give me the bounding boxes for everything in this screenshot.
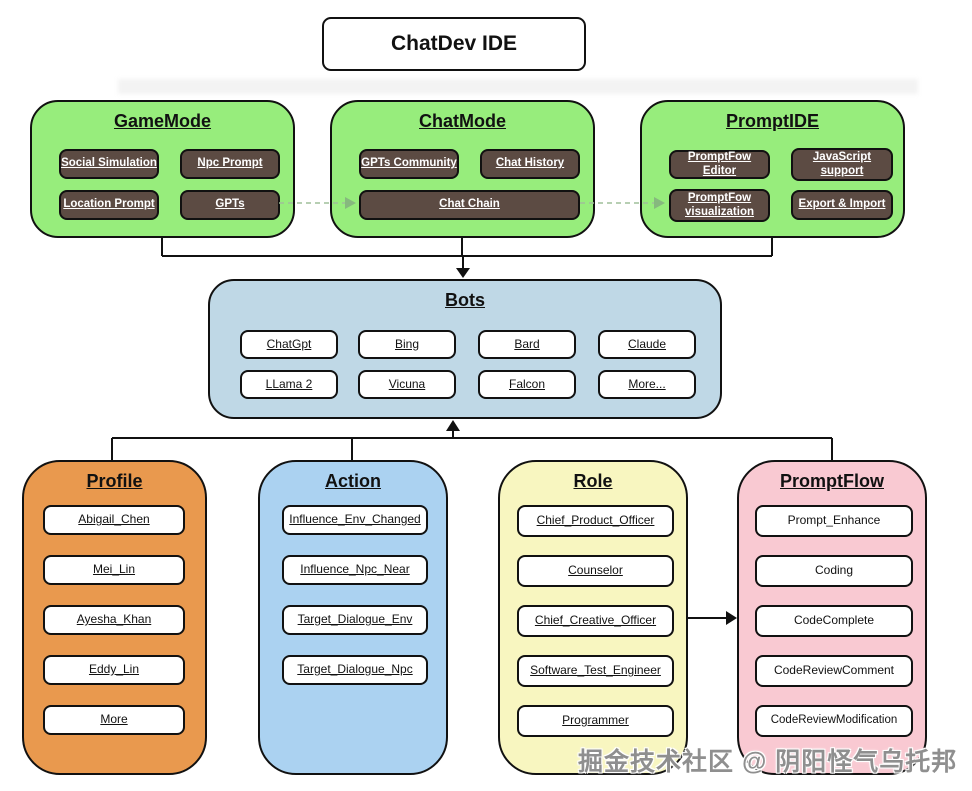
section-promptflow-title: PromptFlow: [780, 471, 884, 491]
section-bots: Bots ChatGpt Bing Bard Claude LLama 2 Vi…: [208, 279, 722, 419]
node-mei-lin[interactable]: Mei_Lin: [43, 555, 185, 585]
node-codereviewmodification[interactable]: CodeReviewModification: [755, 705, 913, 737]
arrow-up-to-bots-icon: [446, 420, 460, 431]
node-gpts-community[interactable]: GPTs Community: [359, 149, 459, 179]
faint-watermark-band: [118, 79, 918, 94]
node-chatgpt[interactable]: ChatGpt: [240, 330, 338, 359]
node-coding[interactable]: Coding: [755, 555, 913, 587]
node-javascript-support[interactable]: JavaScript support: [791, 148, 893, 181]
arrow-right-to-promptflow-icon: [726, 611, 737, 625]
section-action: Action Influence_Env_Changed Influence_N…: [258, 460, 448, 775]
section-gamemode-title: GameMode: [113, 111, 212, 131]
section-profile-title: Profile: [86, 471, 143, 491]
bottom-bus-line: [111, 430, 833, 460]
node-chief-creative-officer[interactable]: Chief_Creative_Officer: [517, 605, 674, 637]
node-target-dialogue-npc[interactable]: Target_Dialogue_Npc: [282, 655, 428, 685]
node-location-prompt[interactable]: Location Prompt: [59, 190, 159, 220]
title-box: ChatDev IDE: [322, 17, 586, 71]
node-gpts[interactable]: GPTs: [180, 190, 280, 220]
node-more-bots[interactable]: More...: [598, 370, 696, 399]
node-promptfow-editor[interactable]: PromptFow Editor: [669, 150, 770, 179]
node-counselor[interactable]: Counselor: [517, 555, 674, 587]
node-chat-chain[interactable]: Chat Chain: [359, 190, 580, 220]
node-codereviewcomment[interactable]: CodeReviewComment: [755, 655, 913, 687]
top-bus-line: [161, 238, 773, 269]
section-chatmode-title: ChatMode: [419, 111, 506, 131]
section-gamemode: GameMode Social Simulation Npc Prompt Lo…: [30, 100, 295, 238]
node-programmer[interactable]: Programmer: [517, 705, 674, 737]
section-role: Role Chief_Product_Officer Counselor Chi…: [498, 460, 688, 775]
node-software-test-engineer[interactable]: Software_Test_Engineer: [517, 655, 674, 687]
node-eddy-lin[interactable]: Eddy_Lin: [43, 655, 185, 685]
section-promptide: PromptIDE PromptFow Editor JavaScript su…: [640, 100, 905, 238]
section-promptflow: PromptFlow Prompt_Enhance Coding CodeCom…: [737, 460, 927, 775]
node-codecomplete[interactable]: CodeComplete: [755, 605, 913, 637]
node-falcon[interactable]: Falcon: [478, 370, 576, 399]
section-promptide-title: PromptIDE: [725, 111, 819, 131]
node-influence-env-changed[interactable]: Influence_Env_Changed: [282, 505, 428, 535]
node-bard[interactable]: Bard: [478, 330, 576, 359]
node-ayesha-khan[interactable]: Ayesha_Khan: [43, 605, 185, 635]
node-influence-npc-near[interactable]: Influence_Npc_Near: [282, 555, 428, 585]
watermark-text: 掘金技术社区 @ 阴阳怪气乌托邦: [578, 748, 958, 776]
node-vicuna[interactable]: Vicuna: [358, 370, 456, 399]
section-profile: Profile Abigail_Chen Mei_Lin Ayesha_Khan…: [22, 460, 207, 775]
node-promptfow-visualization[interactable]: PromptFow visualization: [669, 189, 770, 222]
arrow-down-to-bots-icon: [456, 268, 470, 278]
node-bing[interactable]: Bing: [358, 330, 456, 359]
node-chat-history[interactable]: Chat History: [480, 149, 580, 179]
node-more-profiles[interactable]: More: [43, 705, 185, 735]
node-abigail-chen[interactable]: Abigail_Chen: [43, 505, 185, 535]
page-title: ChatDev IDE: [390, 32, 518, 55]
node-target-dialogue-env[interactable]: Target_Dialogue_Env: [282, 605, 428, 635]
node-export-import[interactable]: Export & Import: [791, 190, 893, 220]
node-chief-product-officer[interactable]: Chief_Product_Officer: [517, 505, 674, 537]
node-social-simulation[interactable]: Social Simulation: [59, 149, 159, 179]
section-chatmode: ChatMode GPTs Community Chat History Cha…: [330, 100, 595, 238]
section-role-title: Role: [573, 471, 613, 491]
node-llama2[interactable]: LLama 2: [240, 370, 338, 399]
section-bots-title: Bots: [445, 290, 485, 310]
section-action-title: Action: [325, 471, 381, 491]
node-npc-prompt[interactable]: Npc Prompt: [180, 149, 280, 179]
node-claude[interactable]: Claude: [598, 330, 696, 359]
node-prompt-enhance[interactable]: Prompt_Enhance: [755, 505, 913, 537]
